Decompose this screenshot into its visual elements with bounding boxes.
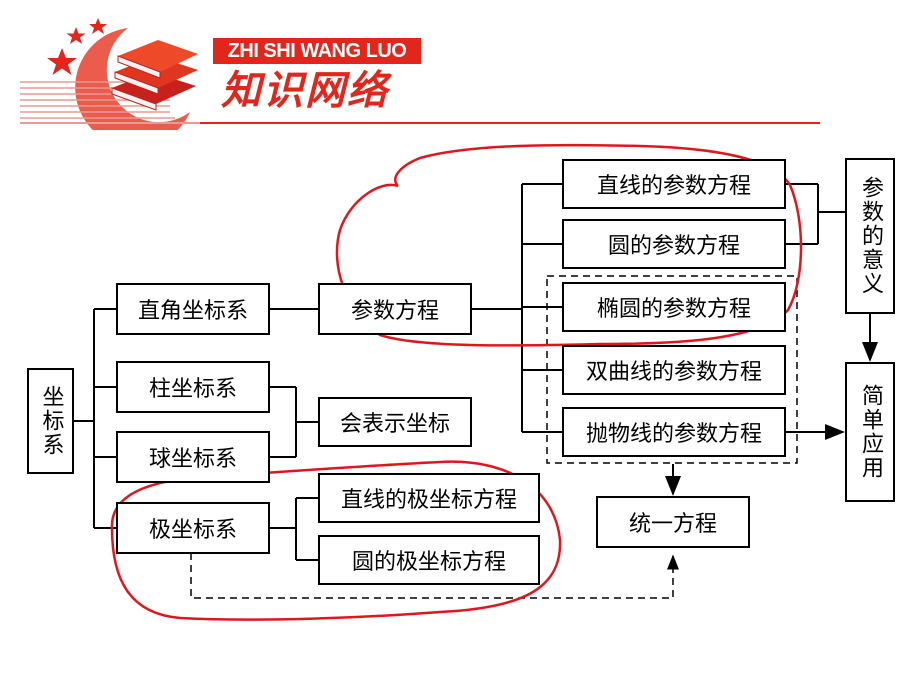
node-circle-parametric-equation: 圆的参数方程 bbox=[562, 219, 786, 269]
node-parametric-equations: 参数方程 bbox=[318, 283, 472, 335]
star-icon bbox=[89, 18, 107, 34]
header: ZHI SHI WANG LUO 知识网络 bbox=[0, 0, 920, 148]
node-circle-polar-equation: 圆的极坐标方程 bbox=[318, 535, 540, 585]
node-polar-coordinates: 极坐标系 bbox=[116, 502, 270, 554]
node-rectangular-coordinates: 直角坐标系 bbox=[116, 283, 270, 335]
node-ellipse-parametric-equation: 椭圆的参数方程 bbox=[562, 282, 786, 332]
books-icon bbox=[111, 40, 198, 111]
node-coordinate-system: 坐标系 bbox=[27, 368, 74, 474]
node-line-parametric-equation: 直线的参数方程 bbox=[562, 159, 786, 209]
header-pinyin: ZHI SHI WANG LUO bbox=[213, 38, 421, 64]
node-hyperbola-parametric-equation: 双曲线的参数方程 bbox=[562, 345, 786, 395]
header-logo bbox=[20, 18, 820, 148]
node-cylindrical-coordinates: 柱坐标系 bbox=[116, 361, 270, 413]
node-unified-equation: 统一方程 bbox=[596, 496, 750, 548]
star-icon bbox=[66, 27, 86, 44]
node-parabola-parametric-equation: 抛物线的参数方程 bbox=[562, 407, 786, 457]
star-icon bbox=[47, 48, 77, 75]
node-spherical-coordinates: 球坐标系 bbox=[116, 431, 270, 483]
node-simple-application: 简单应用 bbox=[845, 362, 895, 502]
node-parameter-meaning: 参数的意义 bbox=[845, 158, 895, 314]
page-title: 知识网络 bbox=[221, 68, 389, 114]
node-represent-coordinates: 会表示坐标 bbox=[318, 397, 472, 447]
node-line-polar-equation: 直线的极坐标方程 bbox=[318, 473, 540, 523]
